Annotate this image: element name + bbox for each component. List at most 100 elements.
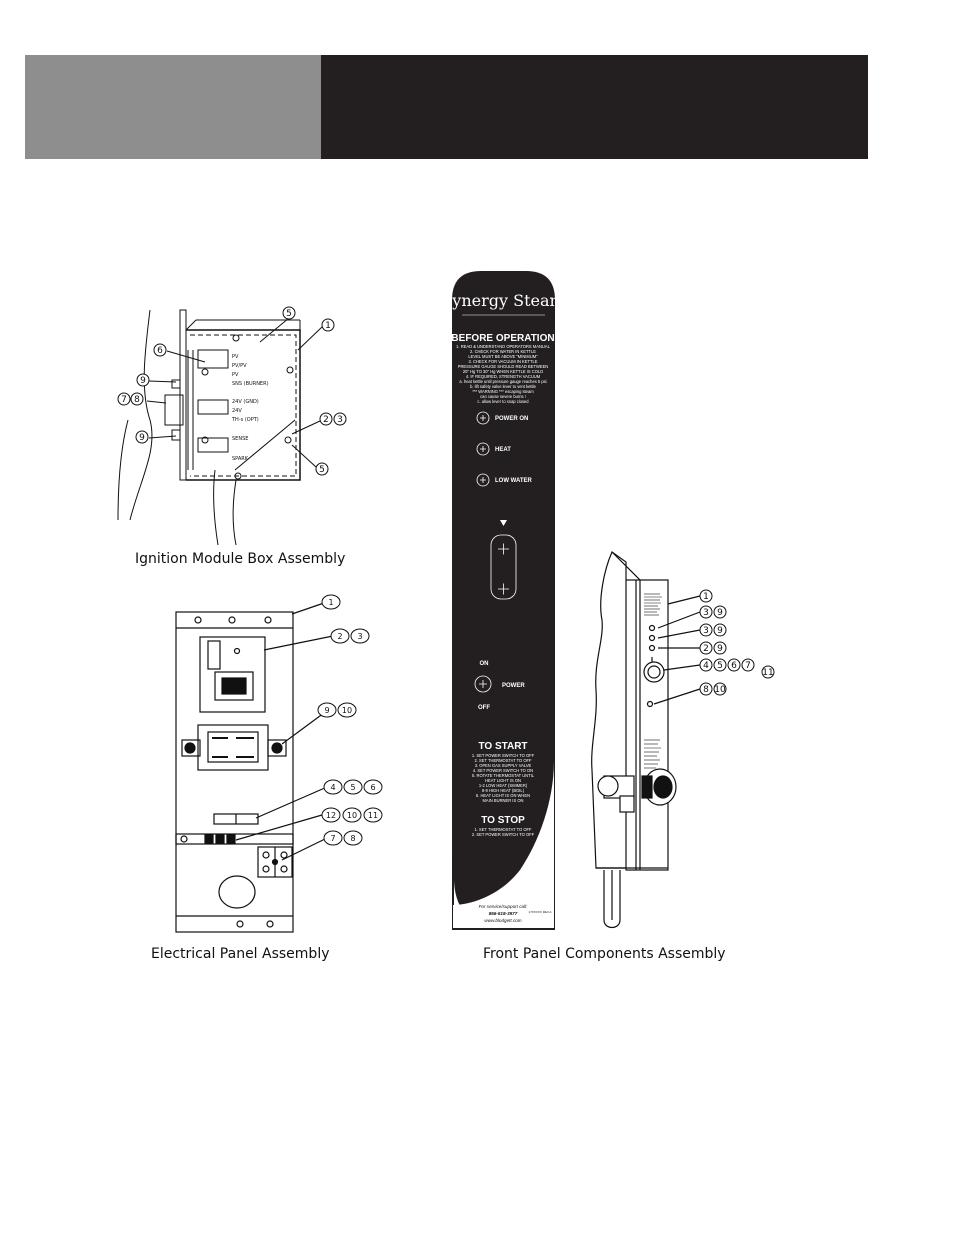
callout-bubble: 6 (153, 343, 167, 357)
header-grey-block (25, 55, 321, 159)
step-line: 4. IF REQUIRED, STRENGTH VACUUM (466, 374, 541, 379)
terminal-label: PV (232, 372, 239, 378)
callout-bubble: 5 (343, 779, 363, 795)
svg-text:9: 9 (717, 626, 723, 636)
step-line: 3. CHECK FOR VACUUM IN KETTLE (468, 359, 537, 364)
electrical-panel-drawing (175, 602, 334, 933)
electrical-callouts: 1 2 3 9 10 4 5 6 12 10 11 7 8 (317, 594, 383, 846)
callout-bubble: 2 (319, 412, 333, 426)
step-line: b. lift safety valve lever to vent kettl… (470, 384, 536, 389)
callout-bubble: 7 (117, 392, 131, 406)
terminal-label: SNS (BURNER) (232, 381, 269, 387)
callout-bubble: 2 (699, 641, 713, 655)
svg-text:2: 2 (337, 632, 342, 641)
callout-bubble: 1 (699, 589, 713, 603)
svg-text:5: 5 (717, 661, 723, 671)
callout-bubble: 6 (727, 658, 741, 672)
step-line: 8-9 HIGH HEAT (BOIL) (482, 788, 525, 793)
power-switch (474, 675, 492, 693)
svg-text:2: 2 (323, 415, 329, 425)
thermostat-knob-outline (490, 534, 517, 600)
callout-bubble: 9 (713, 641, 727, 655)
terminal-label: PV/PV (232, 363, 247, 369)
svg-text:3: 3 (337, 415, 343, 425)
step-line: 1. SET THERMOSTAT TO OFF (474, 827, 532, 832)
callout-bubble: 11 (761, 665, 775, 679)
callout-bubble: 3 (699, 623, 713, 637)
terminal-label: 24V (232, 408, 242, 414)
callout-bubble: 5 (315, 462, 329, 476)
svg-text:11: 11 (368, 811, 378, 820)
svg-text:4: 4 (330, 783, 335, 792)
callout-bubble: 9 (317, 702, 337, 718)
step-line: PRESSURE GAUGE SHOULD READ BETWEEN (458, 364, 549, 369)
step-line: can cause severe burns ! (480, 394, 526, 399)
step-line: 2. SET THERMOSTAT TO OFF (474, 758, 532, 763)
svg-text:7: 7 (330, 834, 335, 843)
callout-bubble: 9 (136, 373, 150, 387)
svg-text:11: 11 (762, 668, 773, 678)
svg-text:5: 5 (319, 465, 325, 475)
svg-text:6: 6 (731, 661, 737, 671)
step-line: 5. ROTATE THERMOSTAT UNTIL (472, 773, 535, 778)
svg-text:6: 6 (370, 783, 375, 792)
terminal-label: TH-s (OPT) (231, 417, 259, 423)
svg-text:9: 9 (140, 376, 146, 386)
callout-bubble: 10 (337, 702, 357, 718)
step-line: a. heat kettle until pressure gauge reac… (459, 379, 546, 384)
service-phone: 866-518-3977 (489, 911, 518, 916)
brand-logo: Synergy Steam (441, 291, 564, 310)
switch-off-label: OFF (478, 705, 490, 711)
callout-bubble: 2 (330, 628, 350, 644)
svg-text:7: 7 (121, 395, 127, 405)
caption-electrical: Electrical Panel Assembly (151, 946, 330, 962)
callout-bubble: 8 (699, 682, 713, 696)
step-line: 2. SET POWER SWITCH TO OFF (472, 832, 535, 837)
svg-text:5: 5 (350, 783, 355, 792)
svg-text:4: 4 (703, 661, 709, 671)
callout-bubble: 3 (350, 628, 370, 644)
to-stop-steps: 1. SET THERMOSTAT TO OFF 2. SET POWER SW… (472, 827, 535, 837)
svg-text:10: 10 (347, 811, 357, 820)
step-line: 6. HEAT LIGHT IS ON WHEN (476, 793, 530, 798)
callout-bubble: 10 (342, 807, 362, 823)
terminal-label: PV (232, 354, 239, 360)
callout-bubble: 4 (323, 779, 343, 795)
terminal-label: SPARK (232, 456, 249, 462)
part-code: 17XXXXX REV.A (529, 910, 552, 914)
svg-text:9: 9 (139, 433, 145, 443)
svg-text:HEAT: HEAT (495, 447, 511, 453)
step-line: MAIN BURNER IS ON (483, 798, 524, 803)
callout-bubble: 12 (321, 807, 341, 823)
caption-ignition: Ignition Module Box Assembly (135, 551, 346, 567)
step-line: 1. READ & UNDERSTAND OPERATORS MANUAL (456, 344, 550, 349)
svg-text:9: 9 (717, 644, 723, 654)
step-line: 1-2 LOW HEAT (SIMMER) (479, 783, 528, 788)
power-switch-label: POWER (502, 683, 525, 689)
svg-text:10: 10 (714, 685, 726, 695)
callout-bubble: 11 (363, 807, 383, 823)
step-line: c. allow lever to snap closed (477, 399, 529, 404)
terminal-label: 24V (GND) (232, 399, 259, 405)
terminal-label: SENSE (232, 436, 248, 442)
service-line: For service/support call: (479, 904, 528, 909)
ignition-terminal-labels: PV PV/PV PV SNS (BURNER) 24V (GND) 24V T… (231, 354, 269, 462)
svg-text:8: 8 (350, 834, 355, 843)
step-line: *** WARNING *** escaping steam (472, 389, 534, 394)
before-operation-title: BEFORE OPERATION (451, 333, 554, 344)
svg-text:6: 6 (157, 346, 163, 356)
callout-bubble: 1 (321, 594, 341, 610)
step-line: HEAT LIGHT IS ON (485, 778, 521, 783)
callout-bubble: 3 (333, 412, 347, 426)
callout-bubble: 7 (741, 658, 755, 672)
svg-text:9: 9 (324, 706, 329, 715)
callout-bubble: 9 (135, 430, 149, 444)
callout-bubble: 8 (343, 830, 363, 846)
svg-text:2: 2 (703, 644, 709, 654)
indicator-heat: HEAT (476, 442, 511, 456)
caption-front-panel: Front Panel Components Assembly (483, 946, 726, 962)
svg-text:3: 3 (703, 626, 709, 636)
callout-bubble: 5 (282, 306, 296, 320)
callout-bubble: 10 (713, 682, 727, 696)
